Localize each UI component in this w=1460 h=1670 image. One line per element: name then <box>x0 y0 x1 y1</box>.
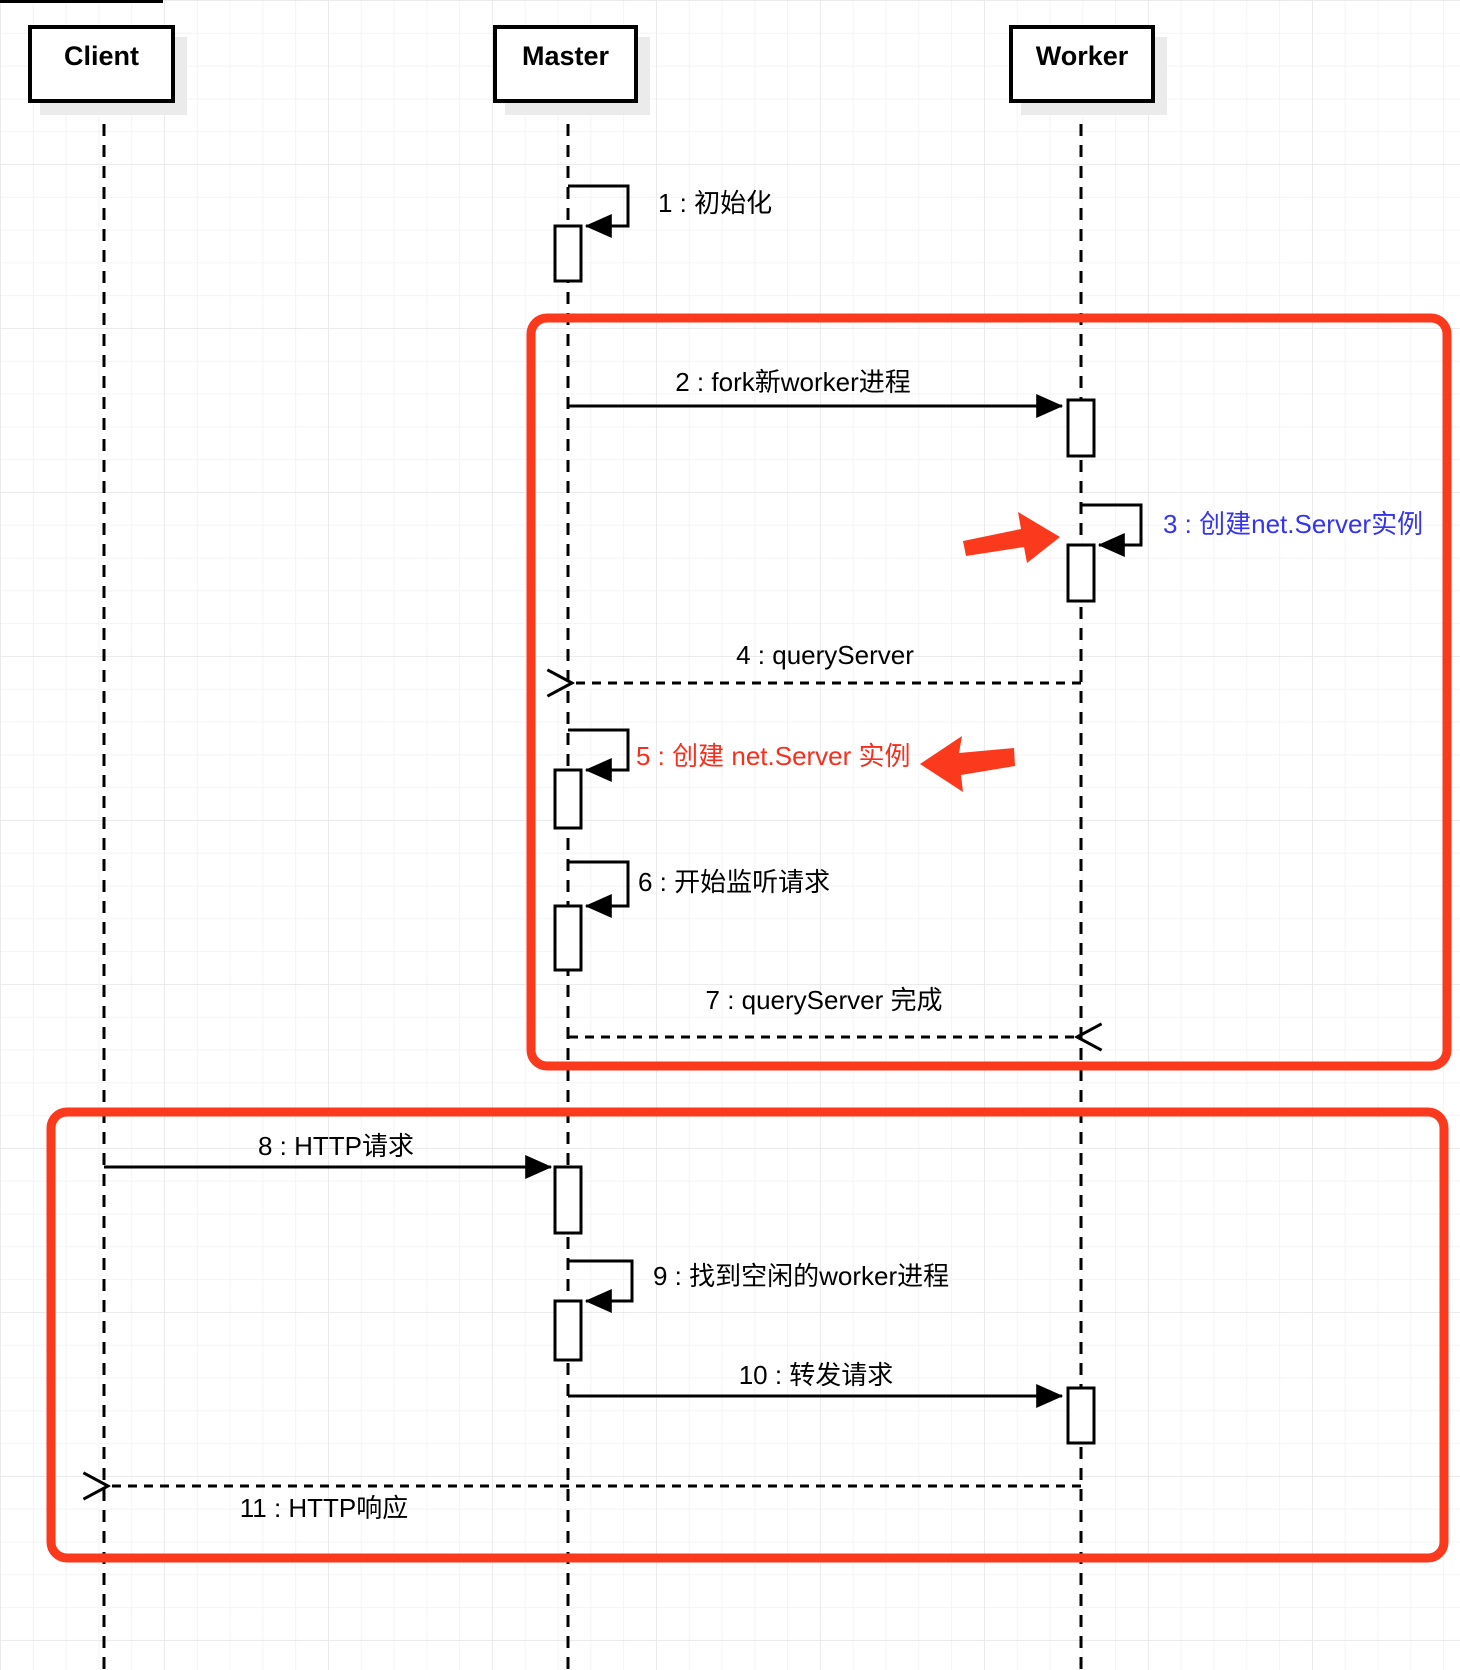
message-11-label: 11 : HTTP响应 <box>239 1493 409 1523</box>
actor-worker-label: Worker <box>1035 41 1129 71</box>
message-6-label: 6 : 开始监听请求 <box>638 867 831 897</box>
actor-worker: Worker <box>1009 25 1155 103</box>
red-arrow-icon-pointing-message-3 <box>963 512 1060 563</box>
activation-master-9 <box>553 1299 583 1362</box>
self-message-3-line <box>1081 503 1143 557</box>
message-7-label: 7 : queryServer 完成 <box>705 985 943 1015</box>
self-message-9-line <box>568 1259 634 1313</box>
activation-master-8 <box>553 1165 583 1235</box>
red-arrow-icon-pointing-message-5 <box>920 736 1015 792</box>
actor-master: Master <box>493 25 638 103</box>
message-2-label: 2 : fork新worker进程 <box>675 367 911 397</box>
highlight-box-worker-setup <box>526 313 1452 1071</box>
message-8-label: 8 : HTTP请求 <box>257 1131 415 1161</box>
activation-worker-2 <box>1066 398 1096 458</box>
message-10-label: 10 : 转发请求 <box>738 1360 894 1390</box>
activation-master-6 <box>553 904 583 972</box>
highlight-box-http-flow <box>46 1107 1449 1563</box>
activation-master-1 <box>553 224 583 283</box>
cropped-top-line <box>0 0 163 3</box>
actor-master-label: Master <box>521 41 610 71</box>
actor-client-label: Client <box>63 41 139 71</box>
message-9-label: 9 : 找到空闲的worker进程 <box>653 1261 950 1291</box>
self-message-6-line <box>568 860 630 918</box>
message-5-label: 5 : 创建 net.Server 实例 <box>636 741 911 771</box>
message-4-label: 4 : queryServer <box>736 640 914 670</box>
message-3-label: 3 : 创建net.Server实例 <box>1163 509 1424 539</box>
activation-master-5 <box>553 768 583 830</box>
activation-worker-10 <box>1066 1386 1096 1445</box>
actor-client: Client <box>28 25 175 103</box>
message-1-label: 1 : 初始化 <box>658 188 773 218</box>
self-message-5-line <box>568 728 630 782</box>
self-message-1-line <box>568 184 630 238</box>
activation-worker-3 <box>1066 543 1096 603</box>
